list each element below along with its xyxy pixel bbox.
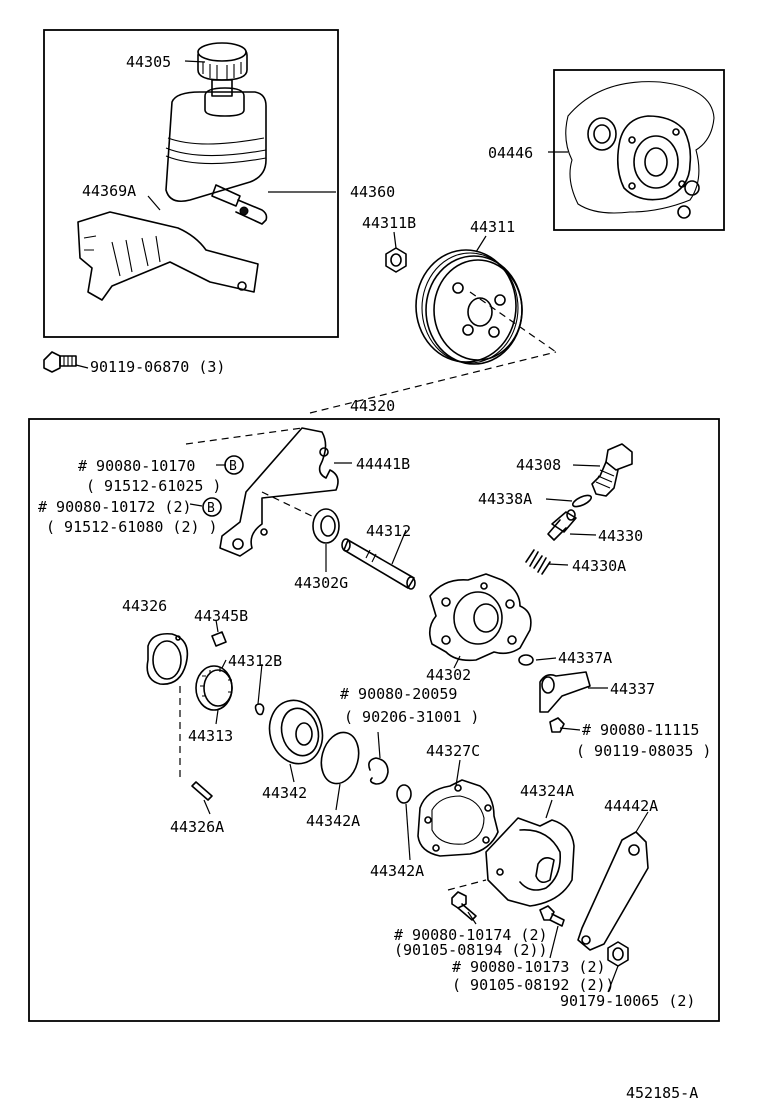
label-44342A-small: 44342A [370, 862, 424, 880]
gasket-kit-04446 [565, 81, 715, 219]
label-44308: 44308 [516, 456, 561, 474]
o-ring-44337A [518, 654, 534, 666]
label-44337: 44337 [610, 680, 655, 698]
label-44324A: 44324A [520, 782, 574, 800]
pump-shaft-44312 [341, 538, 416, 590]
pin-44326A [191, 781, 213, 801]
label-cover-bolt-1: # 90080-10174 (2) [394, 926, 548, 944]
label-44312B: 44312B [228, 652, 282, 670]
label-union-bolt: # 90080-11115 [582, 721, 699, 739]
circled-b-mark-2 [202, 497, 222, 517]
bracket-nut-90179-10065 [607, 941, 629, 967]
gasket-kit-frame [553, 69, 725, 231]
label-44338A: 44338A [478, 490, 532, 508]
label-bracket-bolt-1-alt: ( 91512-61025 ) [86, 477, 221, 495]
label-44342A-large: 44342A [306, 812, 360, 830]
pump-assembly-frame [28, 418, 720, 1022]
dashed-assembly-lines [179, 291, 557, 891]
cover-bolt-90080-10173 [539, 905, 565, 927]
label-44442A: 44442A [604, 797, 658, 815]
pump-bracket-44441B [219, 427, 339, 557]
label-cover-bolt-2-alt: ( 90105-08192 (2)) [452, 976, 615, 994]
label-44313: 44313 [188, 727, 233, 745]
pressure-fitting-44308 [591, 443, 633, 497]
flow-valve-44330 [547, 509, 577, 541]
valve-spring-44330A [525, 549, 551, 575]
reservoir-tank-44360 [165, 87, 268, 225]
cam-ring-44326 [146, 632, 189, 685]
label-44337A: 44337A [558, 649, 612, 667]
rear-housing-44324A [485, 817, 575, 907]
label-cover-bolt-2: # 90080-10173 (2) [452, 958, 606, 976]
reservoir-bolt-90119-06870 [43, 351, 77, 373]
shaft-seal-44302G [312, 508, 340, 544]
figure-code: 452185-A [626, 1084, 698, 1102]
pulley-nut-44311B [385, 247, 407, 273]
reservoir-group-frame [43, 29, 339, 338]
label-bracket-nut: 90179-10065 (2) [560, 992, 695, 1010]
vane-44345B [211, 631, 227, 647]
o-ring-44342A-large [320, 731, 360, 785]
label-44320: 44320 [350, 397, 395, 415]
pump-body-44302 [428, 573, 532, 662]
label-44342: 44342 [262, 784, 307, 802]
cover-gasket-44327C [417, 779, 499, 857]
leader-lines [75, 60, 649, 993]
snap-ring-90080-20059 [368, 757, 389, 785]
label-44302: 44302 [426, 666, 471, 684]
reservoir-cap-44305 [197, 42, 248, 97]
label-bracket-bolt-1: # 90080-10170 [78, 457, 195, 475]
label-44330A: 44330A [572, 557, 626, 575]
pump-pulley-44311 [415, 249, 523, 365]
label-44327C: 44327C [426, 742, 480, 760]
circled-b-label-1: B [229, 459, 237, 474]
reservoir-bracket-44369A [77, 211, 259, 301]
label-44302G: 44302G [294, 574, 348, 592]
label-union-bolt-alt: ( 90119-08035 ) [576, 742, 711, 760]
union-bolt-90080-11115 [549, 717, 565, 733]
label-cover-bolt-1-alt: (90105-08194 (2)) [394, 941, 548, 959]
label-44326: 44326 [122, 597, 167, 615]
label-bracket-bolt-2: # 90080-10172 (2) [38, 498, 192, 516]
rotor-44313 [195, 665, 233, 711]
label-44330: 44330 [598, 527, 643, 545]
bracket-44442A [577, 831, 649, 951]
label-44305: 44305 [126, 53, 171, 71]
label-snap-ring: # 90080-20059 [340, 685, 457, 703]
union-44337 [539, 671, 591, 713]
label-44441B: 44441B [356, 455, 410, 473]
side-plate-44342 [268, 699, 324, 765]
o-ring-44342A-small [396, 784, 412, 804]
circled-b-mark-1 [224, 455, 244, 475]
cover-bolt-90080-10174 [451, 891, 477, 921]
label-44312: 44312 [366, 522, 411, 540]
o-ring-44338A [571, 494, 593, 508]
label-44369A: 44369A [82, 182, 136, 200]
label-snap-ring-alt: ( 90206-31001 ) [344, 708, 479, 726]
label-bracket-bolt-2-alt: ( 91512-61080 (2) ) [46, 518, 218, 536]
label-44326A: 44326A [170, 818, 224, 836]
label-reservoir-bolt: 90119-06870 (3) [90, 358, 225, 376]
snap-ring-44312B [254, 703, 265, 716]
label-04446: 04446 [488, 144, 533, 162]
circled-b-label-2: B [207, 501, 215, 516]
label-44311B: 44311B [362, 214, 416, 232]
label-44345B: 44345B [194, 607, 248, 625]
label-44311: 44311 [470, 218, 515, 236]
label-44360: 44360 [350, 183, 395, 201]
